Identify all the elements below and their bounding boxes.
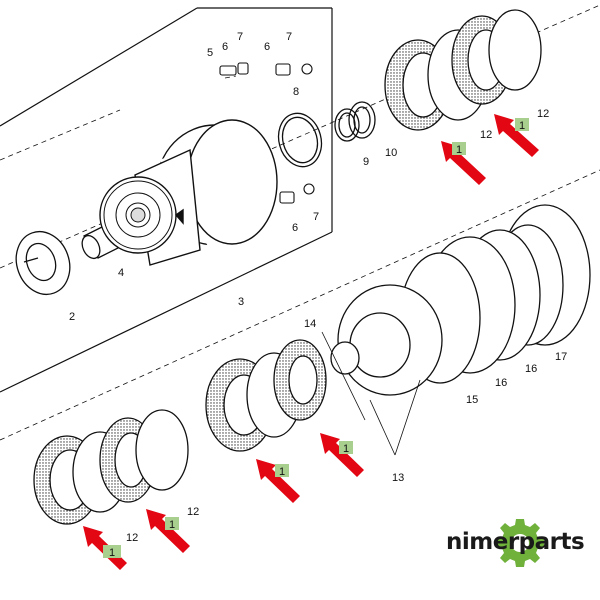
callout-label: 3 bbox=[238, 296, 244, 308]
callout-label: 7 bbox=[313, 211, 319, 223]
callout-label: 1 bbox=[169, 519, 175, 531]
red-arrow-icon bbox=[146, 509, 190, 553]
thrust-washer-part-2 bbox=[15, 230, 71, 296]
callout-label: 10 bbox=[385, 147, 397, 159]
callout-label: 1 bbox=[343, 443, 349, 455]
upper-clutch-pack bbox=[384, 9, 542, 131]
steel-plate-part-12 bbox=[488, 9, 542, 91]
callout-label: 15 bbox=[466, 394, 478, 406]
red-arrow-icon bbox=[320, 433, 364, 477]
detent-pins bbox=[219, 62, 315, 204]
callout-label: 1 bbox=[519, 120, 525, 132]
callout-label: 9 bbox=[363, 156, 369, 168]
seal-ring-part-10 bbox=[348, 101, 376, 139]
callout-label: 17 bbox=[555, 351, 567, 363]
callout-label: 7 bbox=[286, 31, 292, 43]
callout-label: 12 bbox=[187, 506, 199, 518]
gear-teeth bbox=[103, 180, 173, 250]
friction-disc-part-1 bbox=[273, 339, 327, 421]
gear-logo-icon bbox=[496, 519, 544, 567]
tag-box bbox=[103, 545, 121, 558]
callout-label: 8 bbox=[293, 86, 299, 98]
callout-label: 1 bbox=[109, 547, 115, 559]
piston-assembly bbox=[330, 204, 591, 396]
snap-ring-part-8 bbox=[277, 112, 323, 168]
callout-label: 12 bbox=[480, 129, 492, 141]
tag-box bbox=[515, 118, 529, 131]
callout-label: 16 bbox=[495, 377, 507, 389]
callout-label: 12 bbox=[537, 108, 549, 120]
callout-label: 5 bbox=[207, 47, 213, 59]
lower-clutch-pack bbox=[33, 339, 327, 525]
callout-label: 14 bbox=[304, 318, 316, 330]
brand-logo: nimerparts bbox=[446, 529, 585, 555]
tag-box bbox=[275, 464, 289, 477]
callout-label: 1 bbox=[279, 466, 285, 478]
callout-label: 4 bbox=[118, 267, 124, 279]
tag-box bbox=[452, 142, 466, 155]
clutch-drum-part-3 bbox=[99, 119, 278, 266]
callout-label: 6 bbox=[264, 41, 270, 53]
callout-label: 6 bbox=[222, 41, 228, 53]
red-arrow-icon bbox=[494, 114, 539, 157]
callout-label: 16 bbox=[525, 363, 537, 375]
assembly-axis-lines bbox=[0, 4, 600, 441]
red-arrow-icon bbox=[256, 459, 300, 503]
callout-leaders bbox=[321, 331, 421, 456]
callout-label: 2 bbox=[69, 311, 75, 323]
callout-label: 12 bbox=[126, 532, 138, 544]
tag-box bbox=[165, 517, 179, 530]
tag-box bbox=[339, 441, 353, 454]
part-1-tags bbox=[103, 118, 529, 558]
callout-label: 13 bbox=[392, 472, 404, 484]
callout-label: 1 bbox=[456, 144, 462, 156]
assembly-frame bbox=[0, 7, 333, 393]
callout-label: 7 bbox=[237, 31, 243, 43]
callout-label: 6 bbox=[292, 222, 298, 234]
part-callouts: 2 3 4 5 6 6 6 7 7 7 8 9 10 12 12 12 12 1… bbox=[69, 31, 567, 559]
steel-plate-part-12 bbox=[135, 409, 189, 491]
